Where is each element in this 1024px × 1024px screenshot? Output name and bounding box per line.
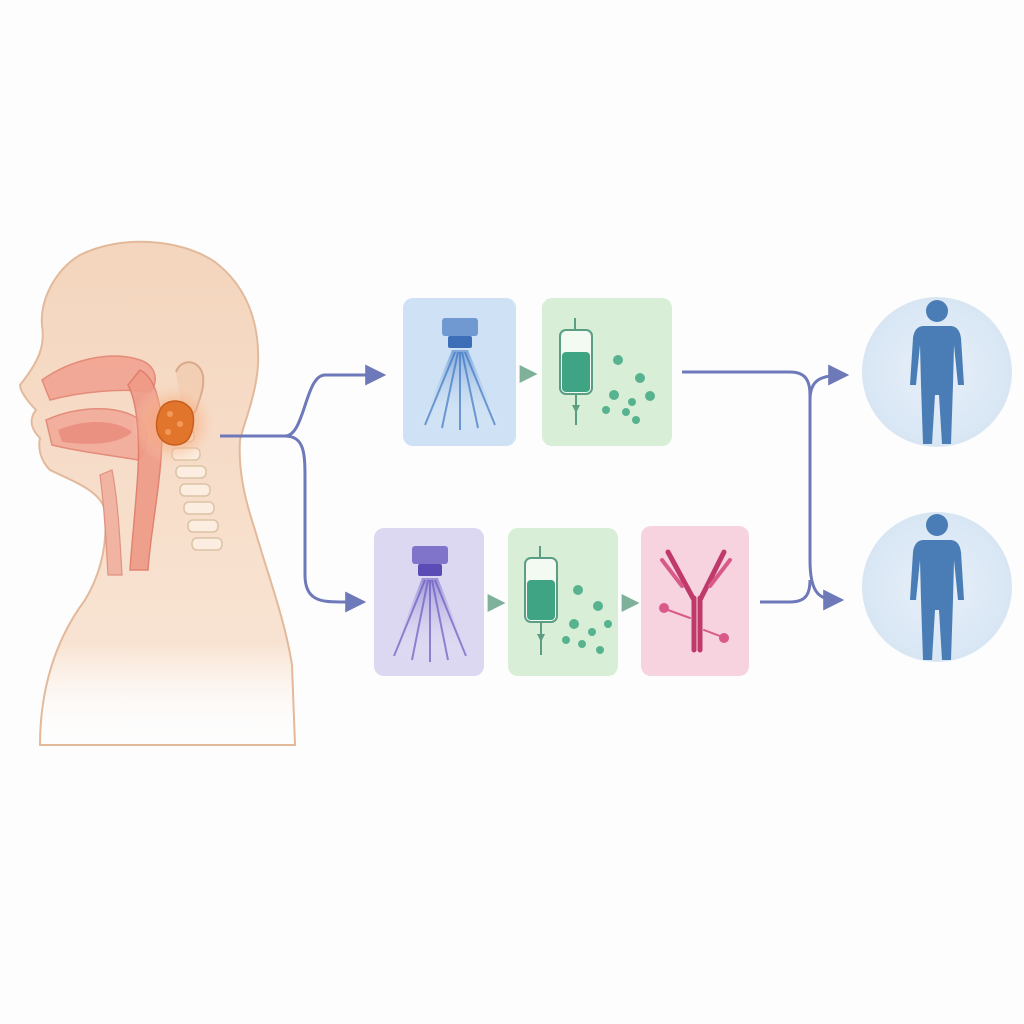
drug-particles: [602, 355, 655, 424]
connector-to-outcome-top: [808, 364, 850, 401]
radiation-beam-icon: [420, 318, 500, 430]
connector-to-lower: [284, 434, 367, 613]
connectors: [220, 364, 850, 613]
head-neck-anatomy: [18, 240, 297, 746]
person-icon: [910, 514, 964, 660]
iv-bag-icon: [559, 318, 593, 425]
tumor-texture: [165, 429, 171, 435]
lower-immuno-step: [641, 526, 749, 676]
radiation-beam-icon: [390, 546, 470, 662]
tumor-texture: [177, 421, 183, 427]
person-icon: [910, 300, 964, 444]
step-arrows: [487, 365, 640, 612]
connector-upper-out: [682, 370, 845, 611]
nasal-cavity: [41, 355, 156, 401]
connector-to-upper: [284, 364, 387, 438]
upper-chemo-step: [542, 298, 672, 446]
lower-chemo-step: [508, 528, 618, 676]
tumor-texture: [167, 411, 173, 417]
tumor: [155, 400, 195, 446]
connector-lower-out: [760, 579, 812, 604]
antibody-icon: [659, 549, 732, 653]
drug-particles: [562, 585, 612, 654]
tongue: [58, 421, 132, 444]
lower-outcome: [862, 512, 1012, 662]
lower-radiation-step: [374, 528, 484, 676]
iv-bag-icon: [524, 546, 558, 655]
upper-outcome: [862, 297, 1012, 447]
trachea: [99, 469, 123, 576]
upper-radiation-step: [403, 298, 516, 446]
